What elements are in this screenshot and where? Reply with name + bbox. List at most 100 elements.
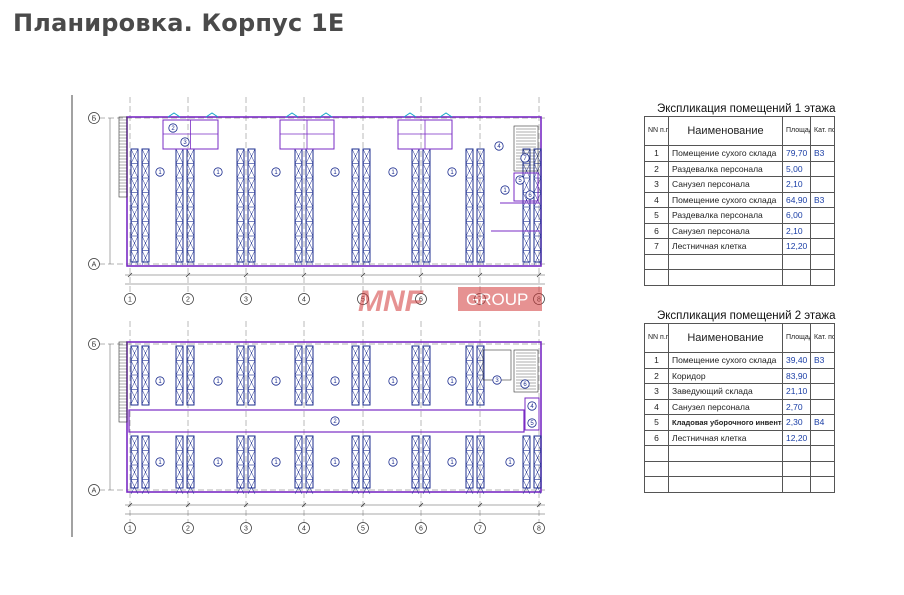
cell-name: Помещение сухого склада [668,145,783,162]
rack-brace [411,435,420,451]
rack-brace [362,479,371,495]
room-mark-label: 1 [333,379,337,385]
rack-brace [411,163,420,179]
rack-brace [465,192,474,208]
rack-brace [236,345,245,361]
rack-brace [141,464,150,480]
rack-brace [422,177,431,193]
rack-brace [175,345,184,361]
rack-brace [186,177,195,193]
room-mark-circle [515,175,525,185]
cell-name [668,269,783,286]
door-swing [403,112,417,118]
cell-cat [810,222,835,239]
cell-name: Коридор [668,367,783,384]
cell-num: 4 [644,191,669,208]
rack-brace [411,450,420,466]
rack-brace [236,221,245,237]
rack-frame [362,345,371,406]
axis-col-bubble [357,293,369,305]
cell-cat [810,476,835,493]
axis-col-bubble [240,293,252,305]
dimension-tick [536,272,542,278]
rack-brace [186,192,195,208]
rack-column [236,435,256,495]
cell-cat [810,429,835,446]
rack-brace [476,221,485,237]
rack-frame [411,345,420,406]
rack-brace [305,148,314,164]
rack-brace [476,450,485,466]
rack-brace [362,221,371,237]
cell-name [668,460,783,477]
rack-brace [175,192,184,208]
rack-brace [305,450,314,466]
rack-brace [362,235,371,251]
cell-area: 6,00 [782,207,811,224]
dimension-tick [360,502,366,508]
rack-brace [351,389,360,405]
rack-brace [422,148,431,164]
cell-cat [810,383,835,400]
rack-brace [351,374,360,390]
room-mark: 1 [155,167,165,177]
rack-brace [362,206,371,222]
room-mark: 3 [492,375,502,385]
room-mark: 1 [330,457,340,467]
rack-brace [305,389,314,405]
cell-cat [810,269,835,286]
rack-brace [411,177,420,193]
rack-brace [141,435,150,451]
room-mark-label: 1 [450,170,454,176]
room-mark-label: 1 [391,170,395,176]
dimension-tick [301,272,307,278]
rack-brace [294,163,303,179]
door-swing [319,112,333,118]
room-mark-circle [213,457,223,467]
rack-brace [141,163,150,179]
axis-col-label: 2 [186,296,190,303]
rack-brace [186,221,195,237]
rack-frame [294,345,303,406]
rack-brace [294,148,303,164]
rack-brace [465,221,474,237]
cell-num: 2 [644,367,669,384]
axis-col-bubble [298,293,310,305]
cell-num: 1 [644,352,669,369]
rack-frame [236,345,245,406]
rack-brace [351,345,360,361]
rack-brace [422,235,431,251]
cell-num: 1 [644,145,669,162]
room-mark-label: 1 [158,379,162,385]
axis-col-bubble [240,522,252,534]
rack-brace [522,464,531,480]
axis-col-bubble [124,522,136,534]
room-mark-circle [155,457,165,467]
room-mark: 1 [447,376,457,386]
rack-brace [465,464,474,480]
sanitary-block [513,172,539,202]
cell-area: 83,90 [782,367,811,384]
rack-brace [422,192,431,208]
rack-brace [130,479,139,495]
cell-num: 5 [644,207,669,224]
room-mark-circle [527,418,537,428]
rack-brace [175,148,184,164]
axis-row-bubble [88,258,100,270]
rack-brace [294,345,303,361]
room-mark-circle [271,457,281,467]
cell-num: 5 [644,414,669,431]
rack-brace [247,479,256,495]
room-mark-label: 1 [333,460,337,466]
room-mark-label: 6 [523,382,527,388]
th-num: NN п.п. [644,116,669,146]
rack-brace [247,206,256,222]
room-mark-circle [505,457,515,467]
th-num: NN п.п. [644,323,669,353]
cell-num: 7 [644,238,669,255]
room-mark-label: 1 [158,170,162,176]
